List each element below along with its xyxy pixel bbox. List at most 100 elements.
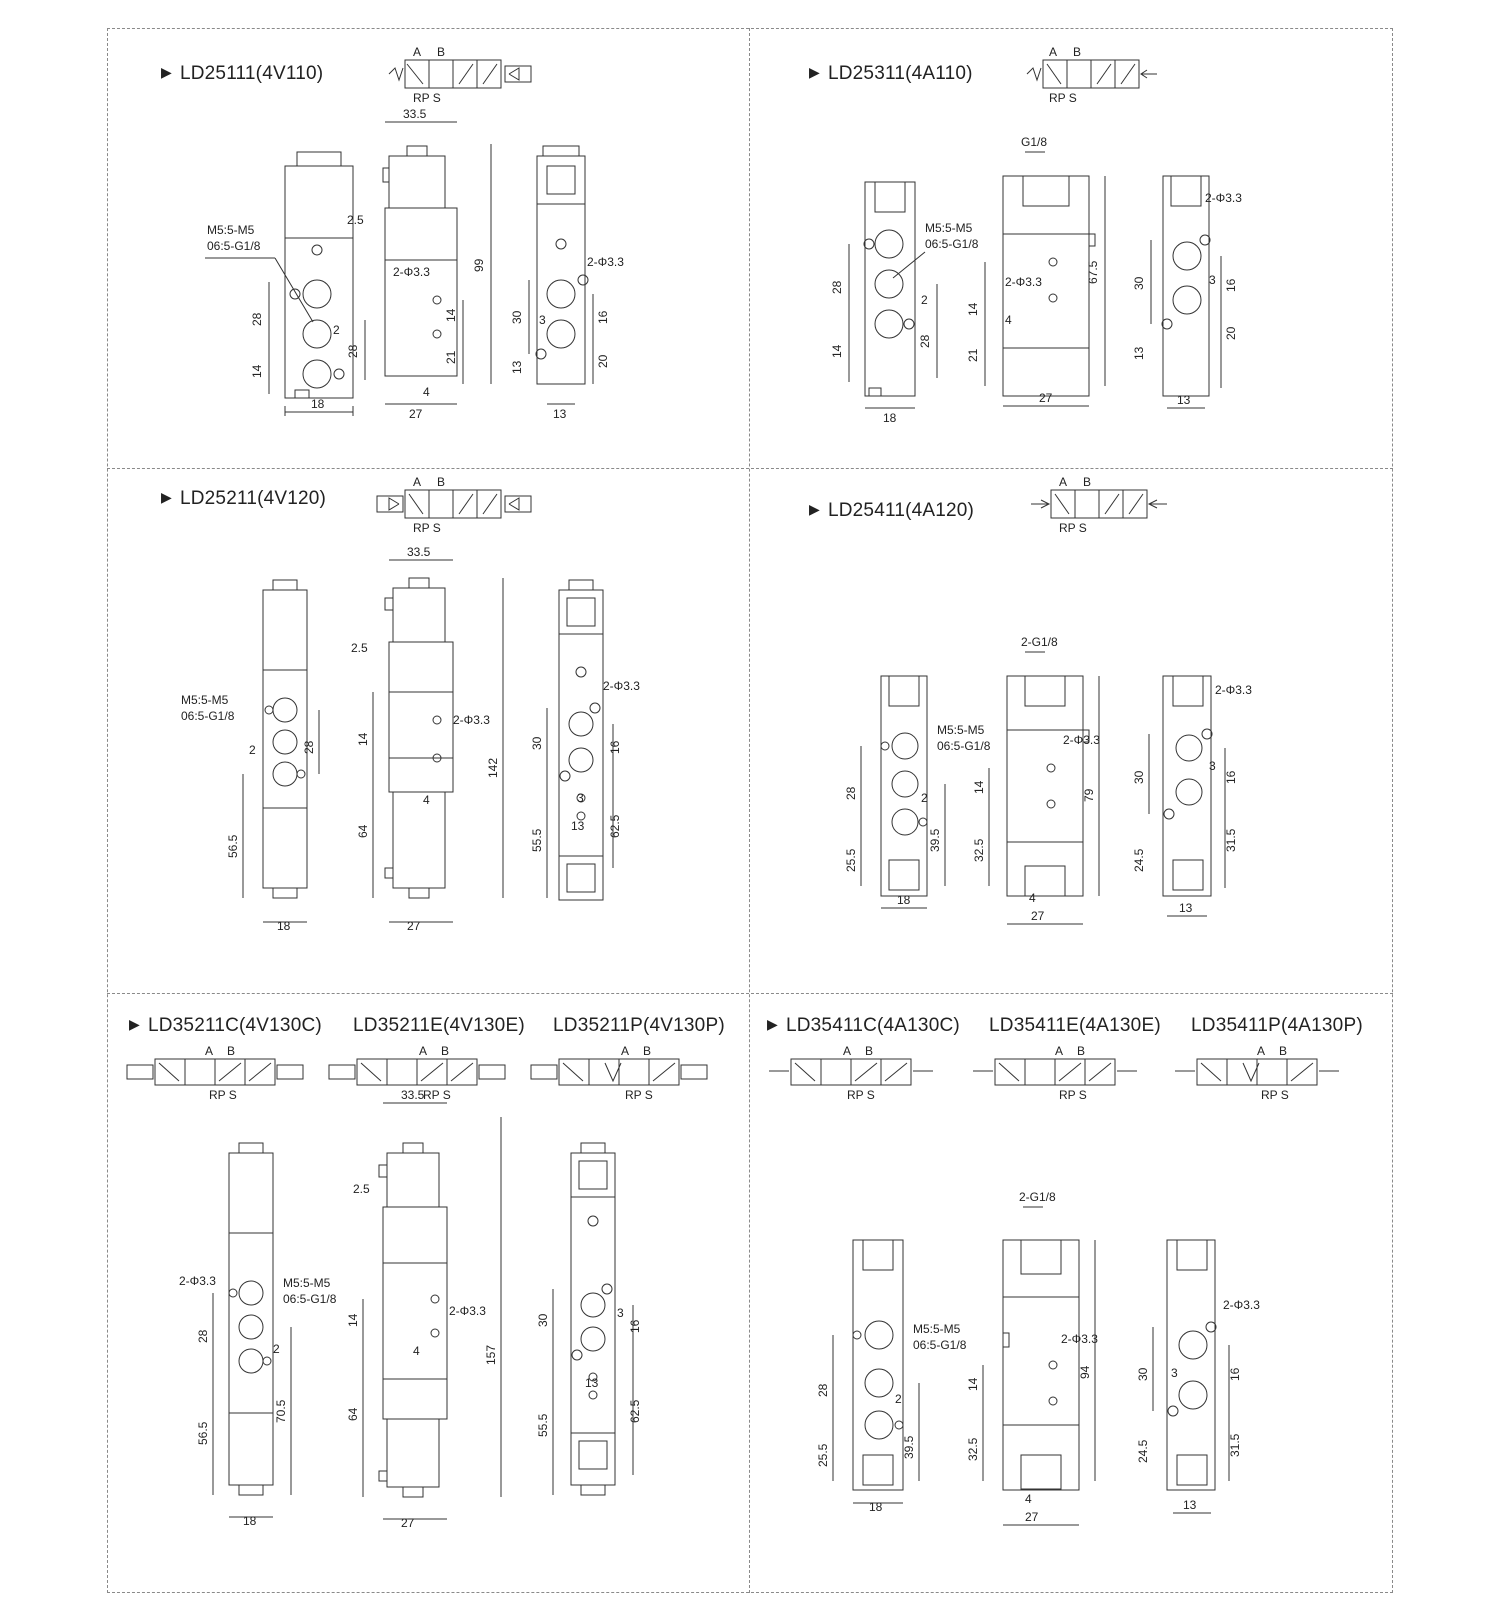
left-view: M5:5-M5 06:5-G1/8 28 14 18 2 28	[830, 181, 979, 425]
svg-text:16: 16	[1228, 1367, 1242, 1381]
svg-text:39.5: 39.5	[902, 1435, 916, 1459]
svg-text:2: 2	[895, 1392, 902, 1406]
svg-text:28: 28	[816, 1383, 830, 1397]
svg-text:2-Φ3.3: 2-Φ3.3	[453, 713, 490, 727]
drawing-frame	[107, 28, 1393, 1593]
svg-text:2: 2	[273, 1342, 280, 1356]
section-ld25211: ▶LD25211(4V120) A B RP S M5:5-M5 06:5-G1…	[107, 468, 749, 993]
section-title-e: LD35411E(4A130E)	[989, 1015, 1161, 1036]
section-title: ▶LD25311(4A110)	[809, 63, 973, 84]
svg-text:RP S: RP S	[423, 1088, 451, 1102]
svg-text:28: 28	[844, 786, 858, 800]
svg-text:13: 13	[571, 819, 585, 833]
svg-text:3: 3	[617, 1306, 624, 1320]
svg-text:3: 3	[1209, 273, 1216, 287]
middle-view: 2-G1/8 2-Φ3.3 94 14 32.5 4 27	[966, 1190, 1098, 1526]
row-divider-2	[107, 993, 1393, 994]
section-ld25311: ▶LD25311(4A110) A B RP S M5:5-M5 06:5-G1…	[749, 28, 1393, 468]
svg-text:2: 2	[921, 293, 928, 307]
valve-symbol-e: A B RP S	[973, 1044, 1137, 1102]
svg-text:16: 16	[608, 740, 622, 754]
right-view: 2-Φ3.3 30 3 16 20 13 13	[1132, 175, 1242, 409]
svg-text:RP S: RP S	[413, 521, 441, 535]
valve-symbol-e: A B RP S	[328, 1044, 506, 1102]
svg-text:16: 16	[1224, 770, 1238, 784]
svg-text:RP S: RP S	[1059, 1088, 1087, 1102]
svg-text:A: A	[413, 45, 421, 59]
svg-text:18: 18	[869, 1500, 883, 1514]
svg-text:94: 94	[1078, 1365, 1092, 1379]
svg-text:13: 13	[1177, 393, 1191, 407]
svg-text:2: 2	[249, 743, 256, 757]
section-ld35211: ▶LD35211C(4V130C) LD35211E(4V130E) LD352…	[107, 993, 749, 1593]
svg-text:3: 3	[539, 313, 546, 327]
svg-text:27: 27	[1025, 1510, 1039, 1524]
svg-text:28: 28	[830, 280, 844, 294]
svg-text:2.5: 2.5	[351, 641, 368, 655]
svg-text:32.5: 32.5	[972, 838, 986, 862]
svg-text:2-Φ3.3: 2-Φ3.3	[587, 255, 624, 269]
svg-text:M5:5-M5: M5:5-M5	[207, 223, 255, 237]
svg-text:RP S: RP S	[413, 91, 441, 105]
svg-text:14: 14	[972, 780, 986, 794]
svg-text:142: 142	[486, 758, 500, 778]
right-view: 30 3 16 13 55.5 62.5	[536, 1142, 642, 1496]
svg-text:2-Φ3.3: 2-Φ3.3	[1005, 275, 1042, 289]
svg-text:RP S: RP S	[1059, 521, 1087, 535]
section-title: ▶LD25211(4V120)	[161, 488, 327, 509]
svg-text:M5:5-M5: M5:5-M5	[181, 693, 229, 707]
left-view: M5:5-M5 06:5-G1/8 28 2 39.5 25.5 18	[816, 1239, 967, 1514]
svg-text:27: 27	[401, 1516, 415, 1530]
svg-text:13: 13	[1183, 1498, 1197, 1512]
middle-view: 33.5 2.5 2-Φ3.3 14 4 64 157 27	[346, 1088, 502, 1530]
valve-symbol-c: A B RP S	[769, 1044, 933, 1102]
technical-drawing: A B RP S M5:5-M5 06:5-G1/8 28 2 39.5 25.…	[844, 475, 1252, 925]
svg-text:27: 27	[1039, 391, 1053, 405]
technical-drawing: A B RP S A B RP S A B RP S	[769, 1044, 1339, 1526]
svg-text:RP S: RP S	[1049, 91, 1077, 105]
svg-text:39.5: 39.5	[928, 828, 942, 852]
svg-text:A: A	[205, 1044, 213, 1058]
section-title-c: ▶LD35211C(4V130C)	[129, 1015, 322, 1036]
svg-text:18: 18	[883, 411, 897, 425]
svg-text:33.5: 33.5	[401, 1088, 425, 1102]
svg-text:A: A	[1055, 1044, 1063, 1058]
svg-text:RP S: RP S	[209, 1088, 237, 1102]
svg-text:27: 27	[409, 407, 423, 421]
svg-text:06:5-G1/8: 06:5-G1/8	[283, 1292, 337, 1306]
svg-text:2-Φ3.3: 2-Φ3.3	[1063, 733, 1100, 747]
svg-text:13: 13	[1179, 901, 1193, 915]
svg-text:157: 157	[484, 1345, 498, 1365]
section-title: ▶LD25411(4A120)	[809, 500, 975, 521]
svg-text:18: 18	[243, 1514, 257, 1528]
svg-text:A: A	[843, 1044, 851, 1058]
section-title-c: ▶LD35411C(4A130C)	[767, 1015, 960, 1036]
svg-text:64: 64	[356, 824, 370, 838]
svg-text:13: 13	[553, 407, 567, 421]
svg-text:30: 30	[1132, 770, 1146, 784]
svg-text:4: 4	[413, 1344, 420, 1358]
svg-text:25.5: 25.5	[844, 848, 858, 872]
right-view: 2-Φ3.3 30 16 3 20 13 13	[510, 145, 624, 421]
column-divider	[749, 28, 750, 1593]
svg-text:06:5-G1/8: 06:5-G1/8	[913, 1338, 967, 1352]
svg-text:B: B	[437, 475, 445, 489]
right-view: 2-Φ3.3 30 3 16 24.5 31.5 13	[1132, 675, 1252, 917]
technical-drawing: A B RP S M5:5-M5 06:5-G1/8 28 14 18 2 28	[205, 45, 624, 421]
middle-view: 2-G1/8 2-Φ3.3 79 14 32.5 4 27	[972, 635, 1100, 925]
svg-text:2-Φ3.3: 2-Φ3.3	[1215, 683, 1252, 697]
svg-text:B: B	[865, 1044, 873, 1058]
svg-text:28: 28	[302, 740, 316, 754]
section-title-p: LD35411P(4A130P)	[1191, 1015, 1363, 1036]
svg-text:62.5: 62.5	[628, 1399, 642, 1423]
valve-symbol: A B RP S	[376, 475, 532, 535]
right-view: 2-Φ3.3 30 16 3 13 55.5 62.5	[530, 579, 640, 901]
right-view: 2-Φ3.3 30 3 16 24.5 31.5 13	[1136, 1239, 1260, 1514]
svg-text:2-G1/8: 2-G1/8	[1019, 1190, 1056, 1204]
svg-text:14: 14	[966, 1377, 980, 1391]
svg-text:06:5-G1/8: 06:5-G1/8	[937, 739, 991, 753]
svg-text:B: B	[437, 45, 445, 59]
valve-symbol-c: A B RP S	[126, 1044, 304, 1102]
svg-text:A: A	[413, 475, 421, 489]
left-view: 2-Φ3.3 M5:5-M5 06:5-G1/8 28 2 56.5 70.5 …	[179, 1142, 337, 1528]
